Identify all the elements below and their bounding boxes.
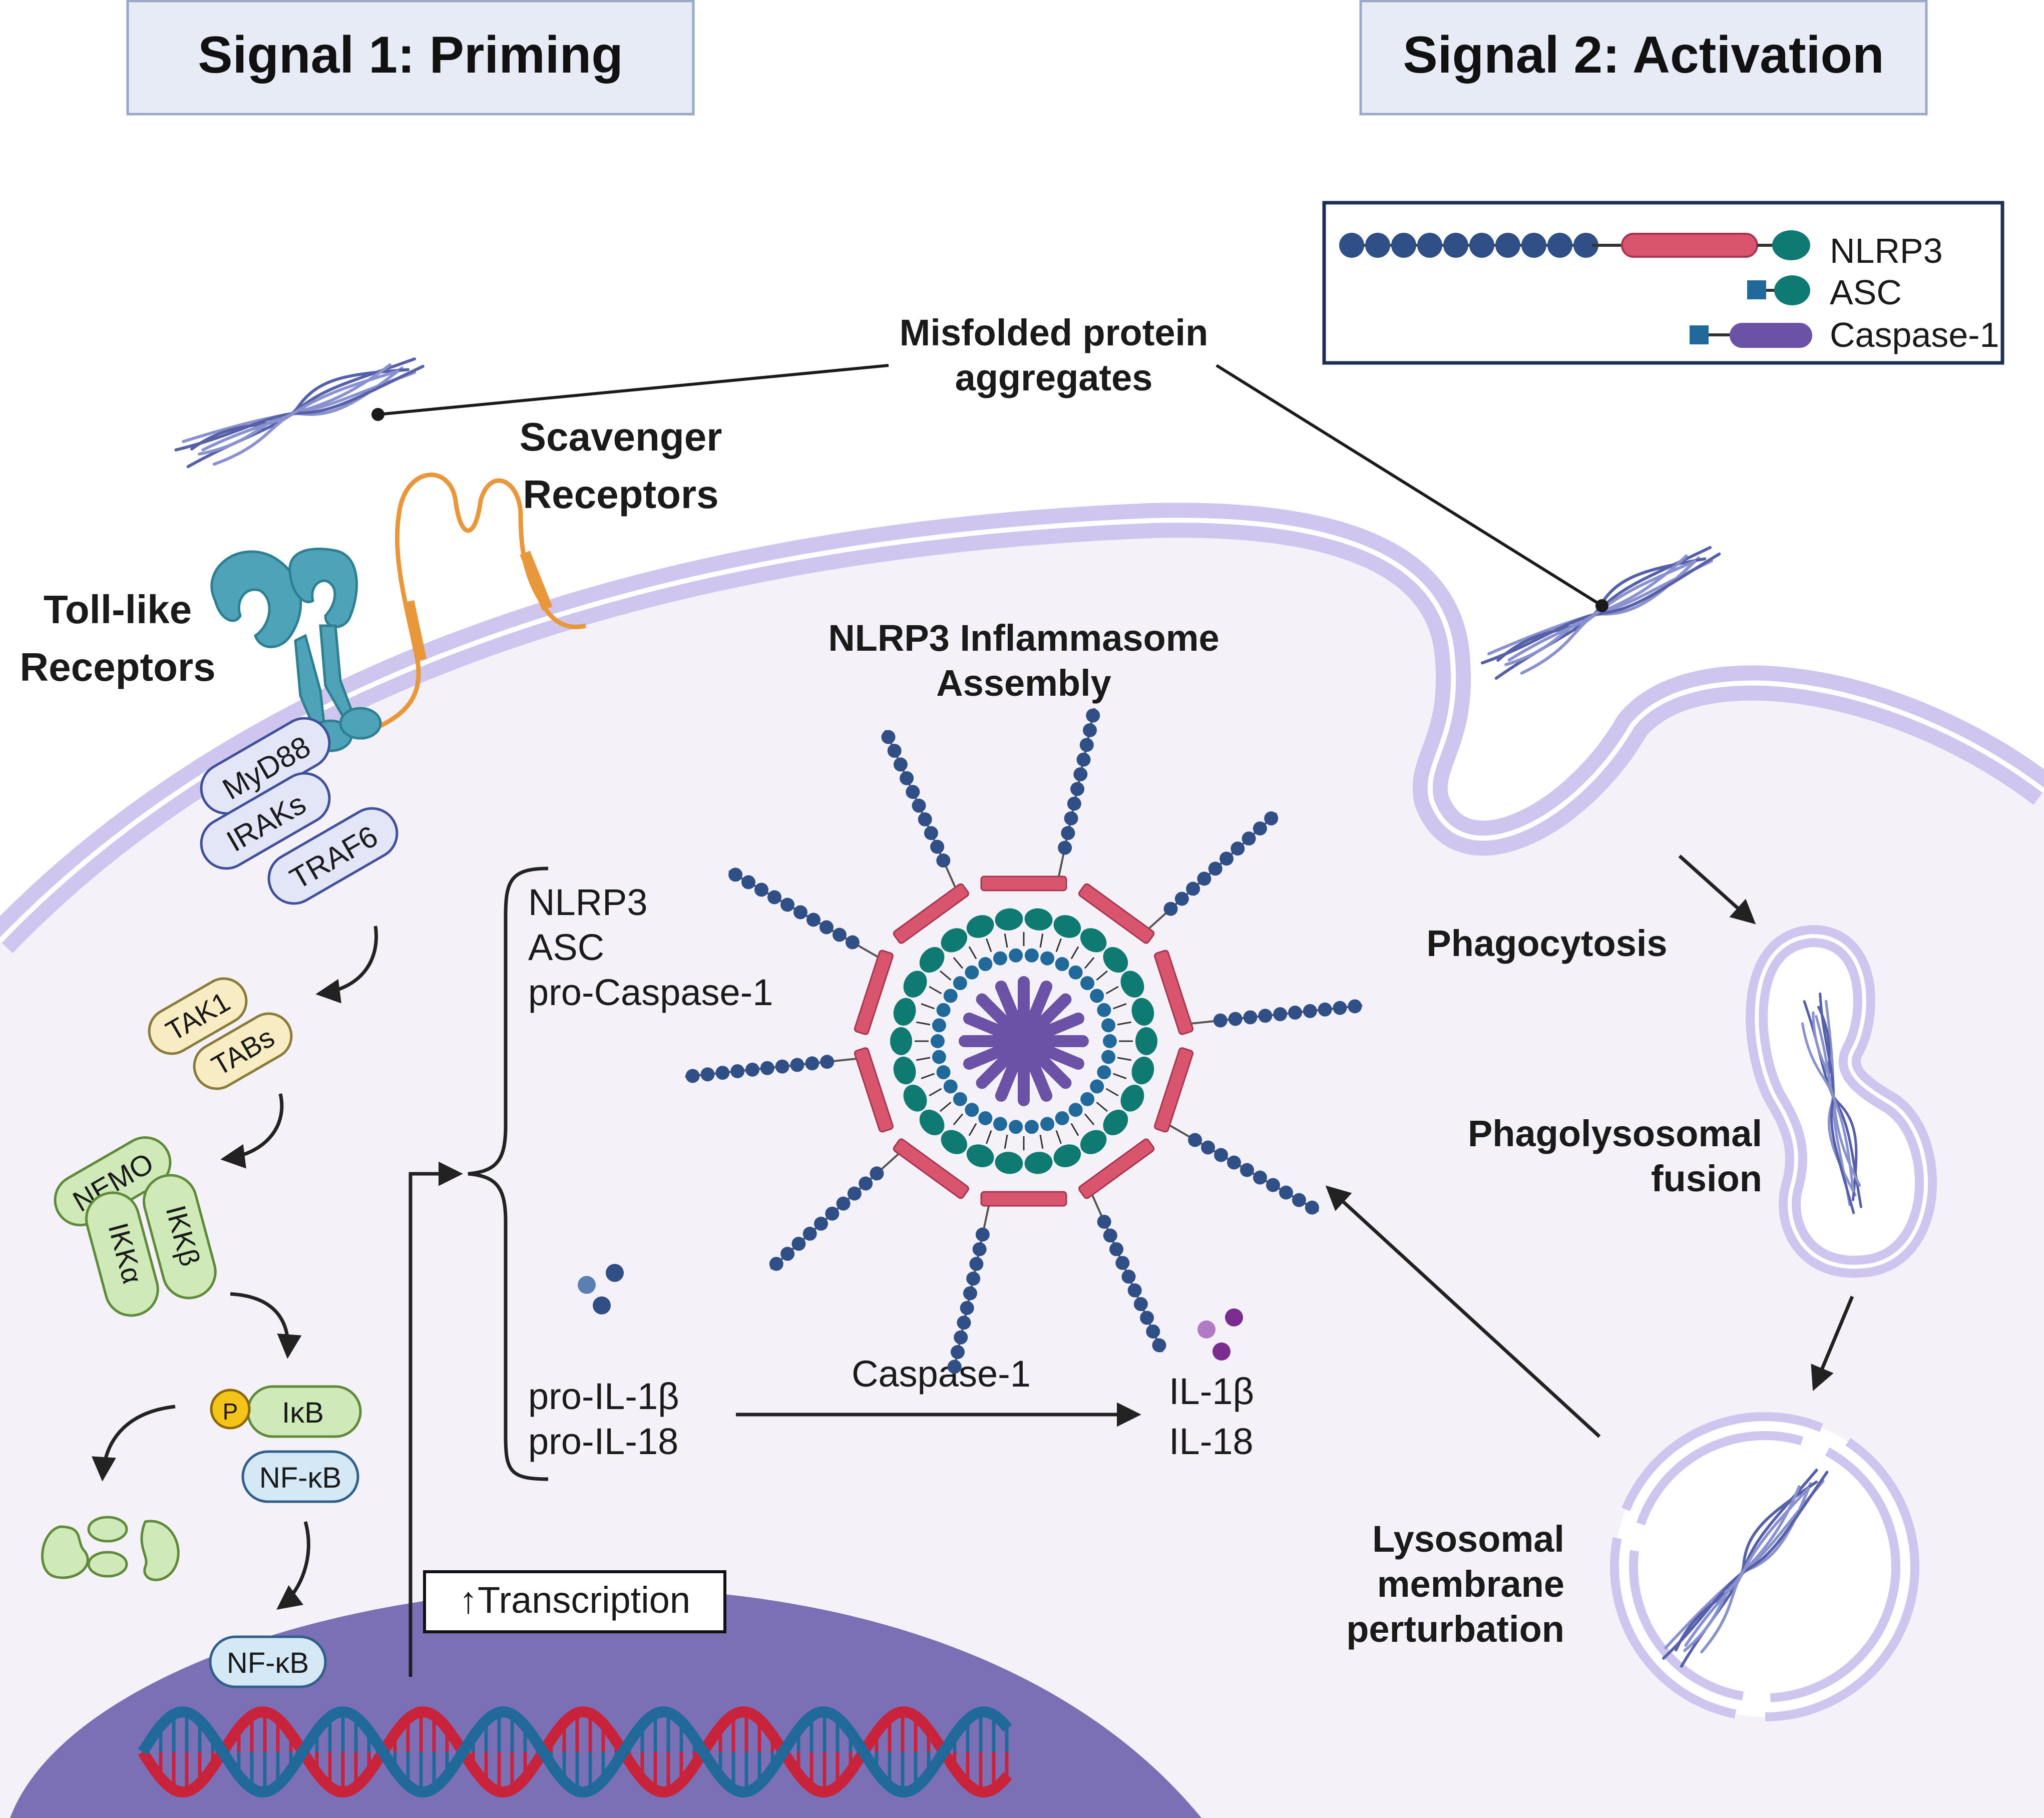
product-nlrp3: NLRP3 [528,881,648,923]
fusion-arrow [1811,1295,1854,1392]
pro-cytokine-dots [578,1264,624,1314]
legend-nlrp3-label: NLRP3 [1830,231,1943,270]
pointer-line-outside [377,364,889,416]
legend-lrr-domain [1772,230,1810,260]
tlr-label-1: Toll-like [44,587,192,632]
legend-caspase-label: Caspase-1 [1830,315,1999,354]
phosphate-circle [210,1389,251,1430]
tlr-label-2: Receptors [20,645,215,689]
product-procaspase: pro-Caspase-1 [528,972,773,1013]
nlrp3-inflammasome [685,708,1363,1375]
signal1-header: Signal 1: Priming [126,0,695,116]
svg-text:IκB: IκB [282,1397,324,1429]
legend: NLRP3 ASC Caspase-1 [1322,201,2004,365]
lyso-label-3: perturbation [1346,1608,1564,1650]
lyso-label-1: Lysosomal [1372,1518,1564,1560]
ikka-pill: IKKα [85,1191,159,1317]
legend-nlrp3-pyd-beads [1339,233,1598,258]
assembly-label-1: NLRP3 Inflammasome [828,617,1219,659]
ikb-complex: IκB P NF-κB [210,1385,362,1503]
legend-nacht-domain [1621,233,1758,258]
legend-caspase-body [1730,323,1812,348]
product-proil18: pro-IL-18 [528,1421,678,1462]
nfkb-pill [241,1450,359,1503]
signal2-title: Signal 2: Activation [1403,26,1884,84]
scavenger-label-1: Scavenger [520,414,722,459]
cell-membrane-inner-line [0,518,2044,943]
scavenger-receptor [379,473,587,728]
lyso-label-2: membrane [1377,1563,1564,1605]
legend-asc-label: ASC [1830,273,1902,312]
perturbed-lysosome [1610,1412,1919,1721]
misfolded-aggregate-outside [174,357,425,469]
fusion-label-2: fusion [1651,1158,1762,1199]
dna-double-helix [138,1706,1012,1798]
product-il18: IL-18 [1169,1421,1254,1462]
toll-like-receptor [210,548,382,752]
product-il1b: IL-1β [1169,1371,1254,1412]
scavenger-label-2: Receptors [523,472,718,517]
cytoplasm [0,520,2044,1818]
cell [0,503,2044,1818]
product-asc: ASC [528,927,604,968]
svg-text:NF-κB: NF-κB [227,1647,309,1679]
transcription-box: ↑Transcription [423,1570,726,1633]
mature-cytokine-dots [1197,1308,1243,1360]
phagocytosis-arrow [1678,854,1756,925]
degraded-ikb-fragments [41,1516,180,1581]
nfkb-nucleus: NF-κB [209,1635,327,1688]
misfolded-label-1: Misfolded protein [900,312,1208,353]
product-brace [468,866,549,1481]
legend-asc-pyd [1774,275,1810,305]
pointer-line-membrane [1215,364,1603,607]
svg-text:↑Transcription: ↑Transcription [459,1579,690,1621]
caspase-arrow-label: Caspase-1 [852,1353,1031,1395]
phagolysosome [1746,925,1937,1278]
misfolded-label-2: aggregates [955,357,1153,398]
signal2-header: Signal 2: Activation [1359,0,1928,116]
signal1-title: Signal 1: Priming [198,26,623,84]
fusion-label-1: Phagolysosomal [1468,1113,1762,1154]
svg-text:P: P [223,1399,238,1425]
product-proil1b: pro-IL-1β [528,1376,679,1417]
ikkb-pill: IKKβ [143,1174,217,1299]
legend-caspase-card [1690,325,1709,344]
svg-text:NF-κB: NF-κB [259,1462,341,1494]
phagocytosis-label: Phagocytosis [1426,923,1667,964]
assembly-label-2: Assembly [936,662,1111,704]
legend-asc-card [1747,280,1766,299]
activation-arrow [1325,1185,1601,1438]
transcription-arrow [408,1161,463,1677]
